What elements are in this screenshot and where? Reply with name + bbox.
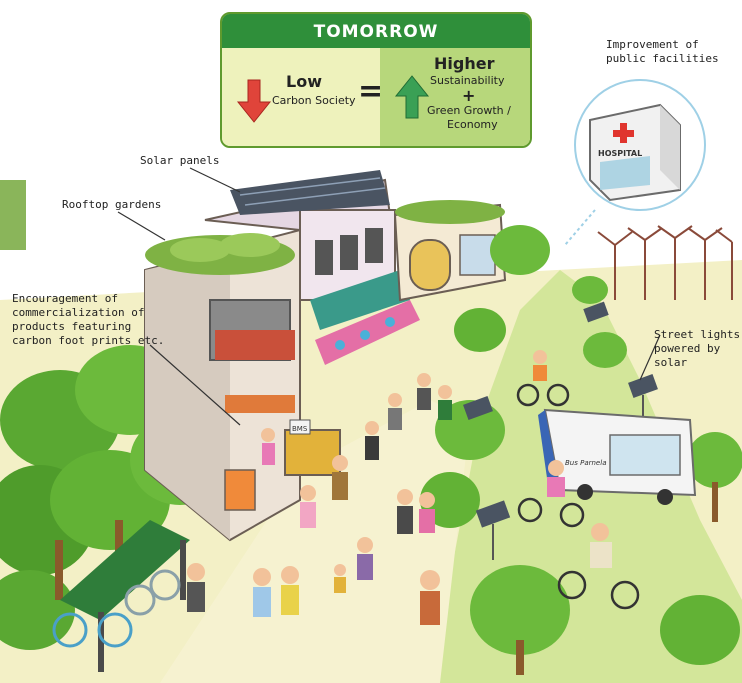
- growth-line-1: Green Growth /: [427, 104, 511, 117]
- wind-turbines: [597, 225, 733, 300]
- cyclists: [516, 383, 640, 610]
- equals-sign: =: [358, 74, 384, 109]
- plus-sign: +: [462, 86, 476, 105]
- growth-line-2: Economy: [447, 118, 498, 131]
- encouragement-label: Encouragement of commercialization of pr…: [12, 292, 165, 347]
- tomorrow-title: TOMORROW: [222, 14, 530, 48]
- public-facilities-label: Improvement of public facilities: [606, 38, 719, 65]
- label-pointers: [117, 167, 661, 426]
- left-tree-cluster: [0, 345, 230, 650]
- bike-shelter: [52, 520, 190, 672]
- street-lights-label: Street lights powered by solar: [654, 328, 741, 369]
- tomorrow-panel: TOMORROW Low Carbon Society = Higher Sus…: [220, 12, 532, 148]
- down-arrow-icon: [236, 79, 272, 123]
- shop-sign-text: BMS: [292, 425, 308, 433]
- higher-word: Higher: [434, 54, 495, 73]
- higher-sub: Sustainability: [430, 74, 505, 87]
- building-middle: [204, 170, 420, 365]
- solar-panels-label: Solar panels: [140, 154, 220, 167]
- low-carbon-section: Low Carbon Society =: [222, 48, 384, 146]
- up-arrow-icon: [394, 75, 430, 119]
- plaza-ground: [160, 400, 470, 683]
- low-word: Low: [286, 72, 322, 91]
- rooftop-gardens-label: Rooftop gardens: [62, 198, 162, 211]
- hospital-sign-text: HOSPITAL: [598, 149, 642, 158]
- side-tab: [0, 180, 26, 250]
- solar-street-lights: [463, 301, 658, 560]
- hospital-bubble: HOSPITAL: [564, 79, 706, 246]
- bus-route-text: Bus Parnela: [565, 459, 606, 467]
- building-left: [144, 228, 301, 542]
- pedestrians: [187, 373, 452, 625]
- higher-section: Higher Sustainability + Green Growth / E…: [380, 48, 530, 146]
- low-sub: Carbon Society: [272, 94, 356, 107]
- cyclist-riders: [533, 350, 612, 568]
- building-right: [393, 200, 507, 302]
- shop-stall: BMS: [224, 419, 341, 511]
